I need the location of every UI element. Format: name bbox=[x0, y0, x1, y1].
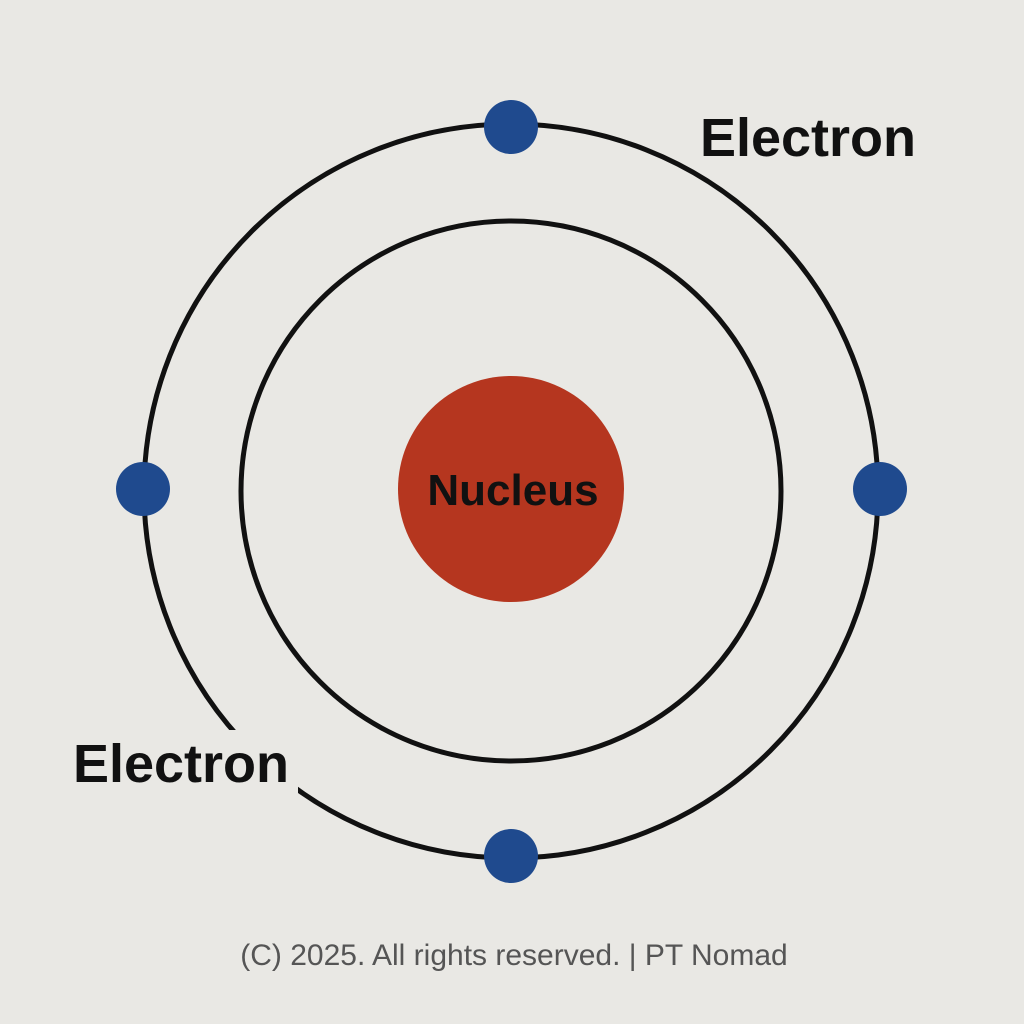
electron-left bbox=[116, 462, 170, 516]
electron-bottom bbox=[484, 829, 538, 883]
nucleus-label: Nucleus bbox=[427, 466, 598, 515]
electron-label-backdrop bbox=[66, 730, 298, 796]
electron-top bbox=[484, 100, 538, 154]
inner-orbit bbox=[238, 218, 784, 764]
electron-label-top-right: Electron bbox=[700, 108, 916, 168]
electron-label-bottom-left: Electron bbox=[73, 734, 289, 794]
copyright-footer: (C) 2025. All rights reserved. | PT Noma… bbox=[240, 939, 787, 972]
electron-right bbox=[853, 462, 907, 516]
nucleus bbox=[398, 376, 624, 602]
